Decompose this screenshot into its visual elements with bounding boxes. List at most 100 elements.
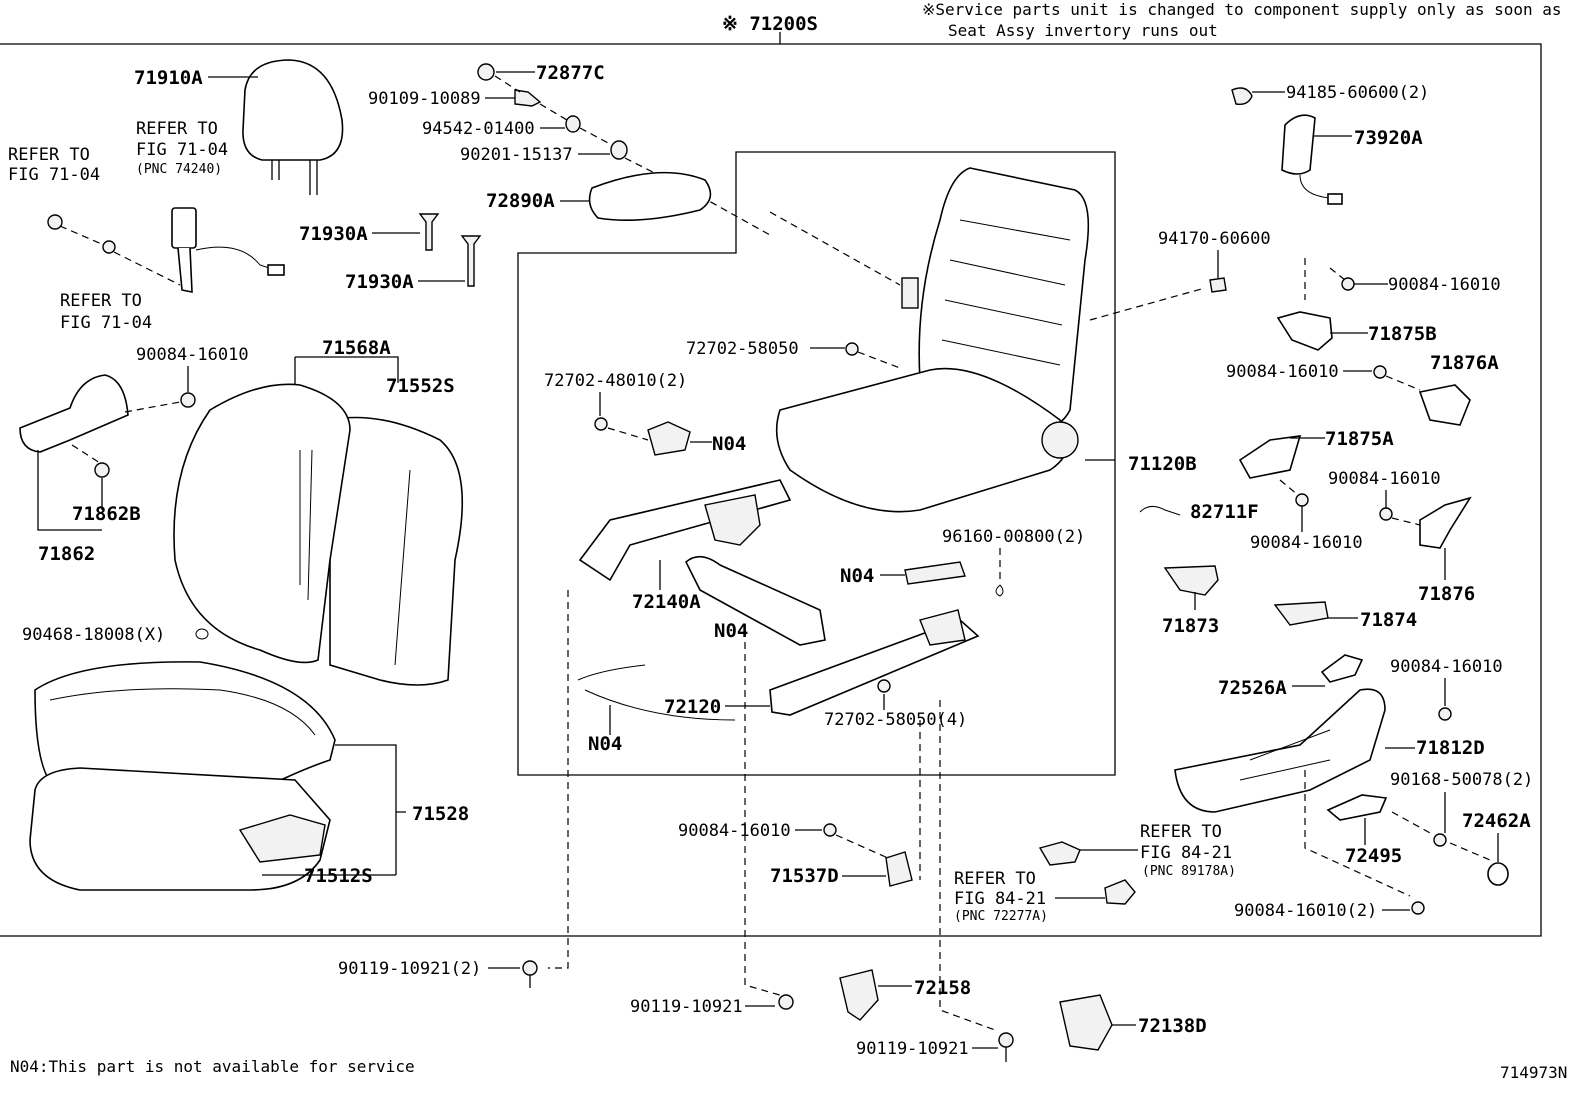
label-96160: 96160-00800(2) — [942, 527, 1085, 547]
screw-90084-r6 — [1411, 901, 1425, 915]
clip-94170 — [1209, 277, 1227, 293]
n04-footnote: N04:This part is not available for servi… — [10, 1057, 415, 1076]
label-71120B: 71120B — [1128, 453, 1197, 475]
label-72526A: 72526A — [1218, 677, 1287, 699]
bolt-90109 — [514, 89, 542, 107]
clip-90468 — [195, 628, 209, 640]
label-90084-r6: 90084-16010(2) — [1234, 901, 1377, 921]
label-72877C: 72877C — [536, 62, 605, 84]
label-71862B: 71862B — [72, 503, 141, 525]
screw-90084-r3 — [1295, 493, 1309, 507]
label-72702-48010: 72702-48010(2) — [544, 371, 687, 391]
cap-72877C — [477, 63, 495, 81]
bolt-90119-a — [778, 994, 794, 1010]
label-n04-c: N04 — [840, 565, 874, 587]
clip-part-2 — [102, 240, 116, 254]
label-82711F: 82711F — [1190, 501, 1259, 523]
screw-71862 — [94, 462, 110, 478]
label-90119-2: 90119-10921(2) — [338, 959, 481, 979]
armrest-72890A — [588, 171, 712, 221]
label-90201: 90201-15137 — [460, 145, 573, 165]
label-71552S: 71552S — [386, 375, 455, 397]
label-94170: 94170-60600 — [1158, 229, 1271, 249]
cap-94185 — [1231, 87, 1253, 106]
label-72702-58050-a: 72702-58050 — [686, 339, 799, 359]
seat-frame-71120B — [775, 167, 1090, 513]
label-94542: 94542-01400 — [422, 119, 535, 139]
cover-71873 — [1163, 565, 1219, 596]
screw-90168 — [1433, 833, 1447, 847]
label-71930A-1: 71930A — [299, 223, 368, 245]
label-71862: 71862 — [38, 543, 95, 565]
cover-71875B — [1276, 311, 1333, 351]
side-shield-71812D — [1174, 688, 1386, 813]
label-90119-b: 90119-10921 — [856, 1039, 969, 1059]
screw-90084-left — [180, 392, 196, 408]
clip-part — [47, 214, 63, 230]
outer-frame — [0, 43, 1542, 937]
label-90084-c: 90084-16010 — [678, 821, 791, 841]
screw-72702-48010 — [594, 417, 608, 431]
screw-90084-r2 — [1373, 365, 1387, 379]
label-72702-58050-4: 72702-58050(4) — [824, 710, 967, 730]
seat-track-72140A — [578, 479, 792, 582]
label-71875B: 71875B — [1368, 323, 1437, 345]
label-94185: 94185-60600(2) — [1286, 83, 1429, 103]
refer-d-line2: FIG 84-21 — [1140, 843, 1232, 863]
label-90084-r4: 90084-16010 — [1328, 469, 1441, 489]
assy-label: ※ 71200S — [722, 13, 818, 35]
label-71568A: 71568A — [322, 337, 391, 359]
cover-n04-b — [685, 555, 826, 646]
washer-90201 — [610, 140, 628, 160]
connector-89178A — [1038, 841, 1081, 866]
screw-72702-58050-4 — [877, 679, 891, 693]
label-71512S: 71512S — [304, 865, 373, 887]
cover-71876 — [1419, 496, 1472, 549]
label-71930A-2: 71930A — [345, 271, 414, 293]
cover-72158 — [839, 969, 879, 1021]
screw-90084-r5 — [1438, 707, 1452, 721]
label-90084-left: 90084-16010 — [136, 345, 249, 365]
cover-71876A — [1418, 384, 1471, 426]
refer-e-line1: REFER TO — [954, 869, 1036, 889]
label-73920A: 73920A — [1354, 127, 1423, 149]
label-71874: 71874 — [1360, 609, 1417, 631]
label-71537D: 71537D — [770, 865, 839, 887]
headrest-part — [242, 59, 344, 195]
inner-frame — [517, 151, 1116, 776]
label-72140A: 72140A — [632, 591, 701, 613]
label-72890A: 72890A — [486, 190, 555, 212]
bracket-n04 — [647, 421, 691, 456]
refer-d-line3: (PNC 89178A) — [1142, 864, 1236, 879]
label-90119-a: 90119-10921 — [630, 997, 743, 1017]
cover-71875A — [1238, 435, 1302, 479]
label-90468: 90468-18008(X) — [22, 625, 165, 645]
cover-71537D — [885, 851, 913, 887]
connector-72277A — [1104, 879, 1136, 905]
label-n04-d: N04 — [588, 733, 622, 755]
knob-72526A — [1320, 654, 1364, 683]
refer-a-line2: FIG 71-04 — [8, 165, 100, 185]
label-90084-r3: 90084-16010 — [1250, 533, 1363, 553]
label-71876A: 71876A — [1430, 352, 1499, 374]
label-90168: 90168-50078(2) — [1390, 770, 1533, 790]
label-90109: 90109-10089 — [368, 89, 481, 109]
refer-e-line3: (PNC 72277A) — [954, 909, 1048, 924]
refer-d-line1: REFER TO — [1140, 822, 1222, 842]
label-72158: 72158 — [914, 977, 971, 999]
label-71812D: 71812D — [1416, 737, 1485, 759]
label-90084-r5: 90084-16010 — [1390, 657, 1503, 677]
plate-n04-c — [904, 561, 966, 585]
figure-id: 714973N — [1500, 1063, 1567, 1082]
seat-belt-buckle — [171, 207, 285, 293]
label-71875A: 71875A — [1325, 428, 1394, 450]
screw-90084-r1 — [1341, 277, 1355, 291]
cover-72138D — [1059, 994, 1113, 1051]
service-note-line1: ※Service parts unit is changed to compon… — [922, 0, 1562, 19]
label-72462A: 72462A — [1462, 810, 1531, 832]
switch-73920A — [1281, 114, 1343, 205]
hinge-cover-71862B — [19, 374, 129, 453]
refer-a-line1: REFER TO — [8, 145, 90, 165]
service-note-line2: Seat Assy invertory runs out — [948, 21, 1218, 40]
